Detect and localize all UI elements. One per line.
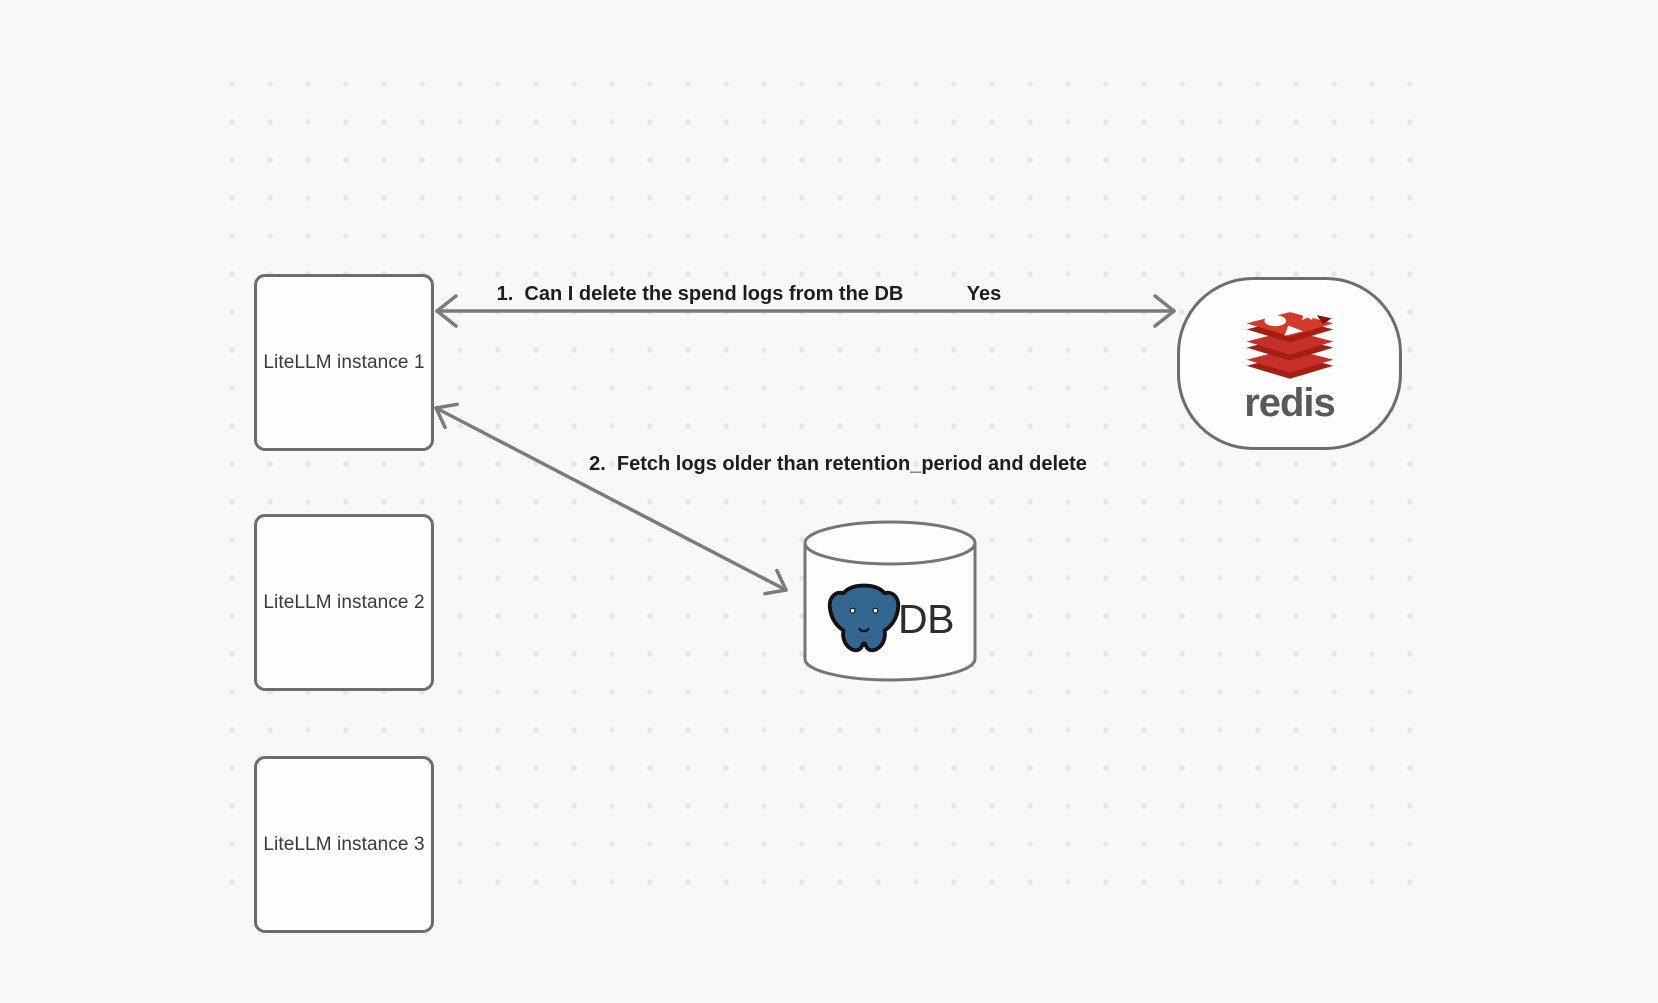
redis-logotype: redis (1244, 380, 1336, 425)
node-litellm-instance-1[interactable]: LiteLLM instance 1 (254, 274, 434, 451)
node-litellm-instance-2[interactable]: LiteLLM instance 2 (254, 514, 434, 691)
redis-logo-icon (1246, 304, 1333, 379)
edge1-label: 1. Can I delete the spend logs from the … (496, 283, 904, 305)
postgresql-logo-icon (827, 583, 901, 653)
edge1-response-label: Yes (966, 283, 1002, 305)
node-redis[interactable]: redis (1177, 277, 1402, 450)
litellm-instance-2-label: LiteLLM instance 2 (263, 591, 425, 613)
edge2-label: 2. Fetch logs older than retention_perio… (589, 453, 1087, 475)
db-label: DB (898, 595, 954, 642)
litellm-instance-3-label: LiteLLM instance 3 (263, 833, 425, 855)
edge-fetch-and-delete[interactable] (434, 402, 788, 596)
edge-spend-logs-question[interactable] (435, 294, 1176, 328)
node-litellm-instance-3[interactable]: LiteLLM instance 3 (254, 756, 434, 933)
db-node-content: DB (801, 558, 979, 680)
litellm-instance-1-label: LiteLLM instance 1 (263, 351, 425, 373)
